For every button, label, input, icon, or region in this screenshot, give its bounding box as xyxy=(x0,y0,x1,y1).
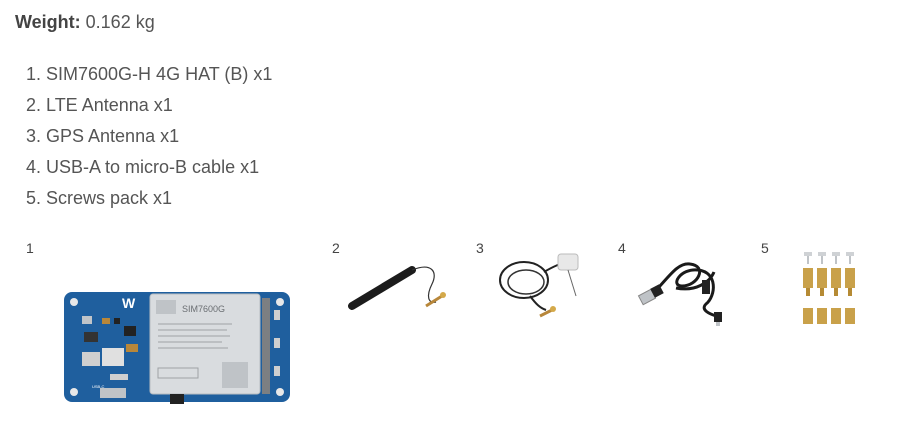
figure-number-2: 2 xyxy=(332,240,340,256)
board-usb-label: USB-C xyxy=(92,384,105,389)
list-item: 2. LTE Antenna x1 xyxy=(26,95,173,115)
weight-value: 0.162 kg xyxy=(80,12,155,32)
module-label: SIM7600G xyxy=(182,304,225,314)
weight-line: Weight: 0.162 kg xyxy=(15,12,155,33)
list-item: 5. Screws pack x1 xyxy=(26,188,173,208)
list-item: 1. SIM7600G-H 4G HAT (B) x1 xyxy=(26,64,273,84)
weight-label: Weight: xyxy=(15,12,81,32)
list-item: 3. GPS Antenna x1 xyxy=(26,126,180,146)
figure-number-1: 1 xyxy=(26,240,34,256)
lte-antenna-image xyxy=(348,266,446,310)
list-item: 4. USB-A to micro-B cable x1 xyxy=(26,157,260,177)
svg-text:W: W xyxy=(122,295,136,311)
gps-antenna-image xyxy=(499,253,579,318)
usb-cable-image xyxy=(637,262,722,326)
figure-number-3: 3 xyxy=(476,240,484,256)
sim7600-hat-board-image: W USB-C SIM7600G xyxy=(64,292,290,404)
screws-pack-image xyxy=(803,252,855,324)
figure-number-5: 5 xyxy=(761,240,769,256)
package-contents-list: 1. SIM7600G-H 4G HAT (B) x1 2. LTE Anten… xyxy=(26,59,272,214)
figure-number-4: 4 xyxy=(618,240,626,256)
